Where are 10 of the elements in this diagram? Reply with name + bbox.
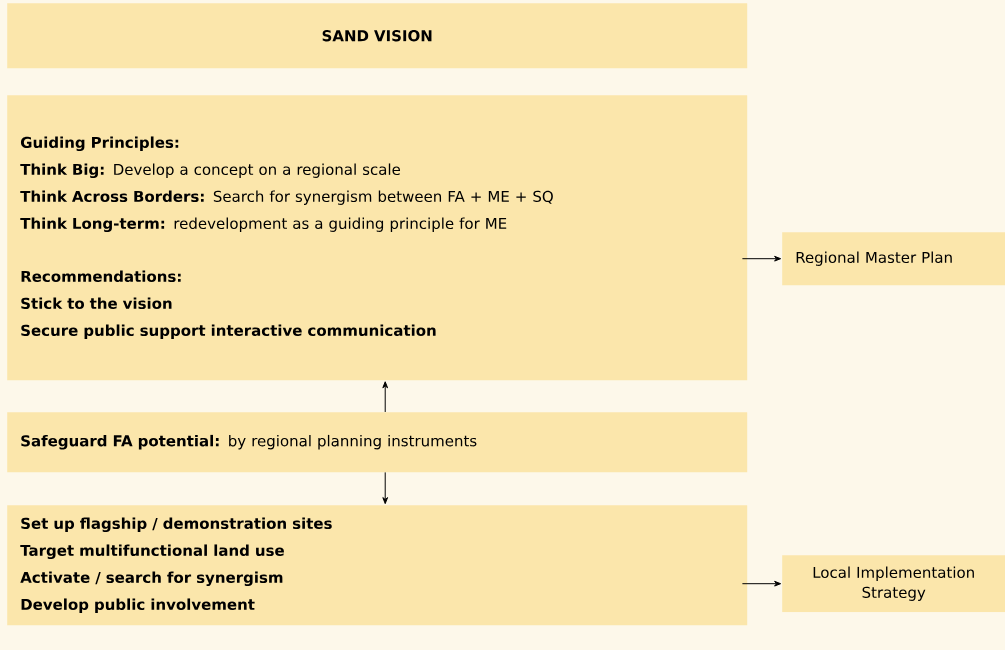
- arrow: [741, 580, 782, 587]
- text-box: Safeguard FA potential: by regional planning instruments: [7, 412, 748, 473]
- output-box: Local Implementation Strategy: [782, 555, 1005, 613]
- title-box: SAND VISION: [7, 3, 748, 69]
- arrow: [382, 471, 389, 505]
- text-box: Set up flagship / demonstration sites Target multifunctional land use Activate / search for synergism Develop public involvement: [7, 505, 748, 626]
- output-box: Regional Master Plan: [782, 232, 1005, 286]
- text-box: Guiding Principles: Think Big: Develop a concept on a regional scale Think Across Borders: Search for synergism between FA + ME + SQ Think Long-term: redevelopment as a guiding principle for ME Recommendations: Stick to the vision Secure public support interactive communication: [7, 95, 748, 381]
- arrow: [382, 381, 389, 413]
- arrow: [741, 255, 782, 262]
